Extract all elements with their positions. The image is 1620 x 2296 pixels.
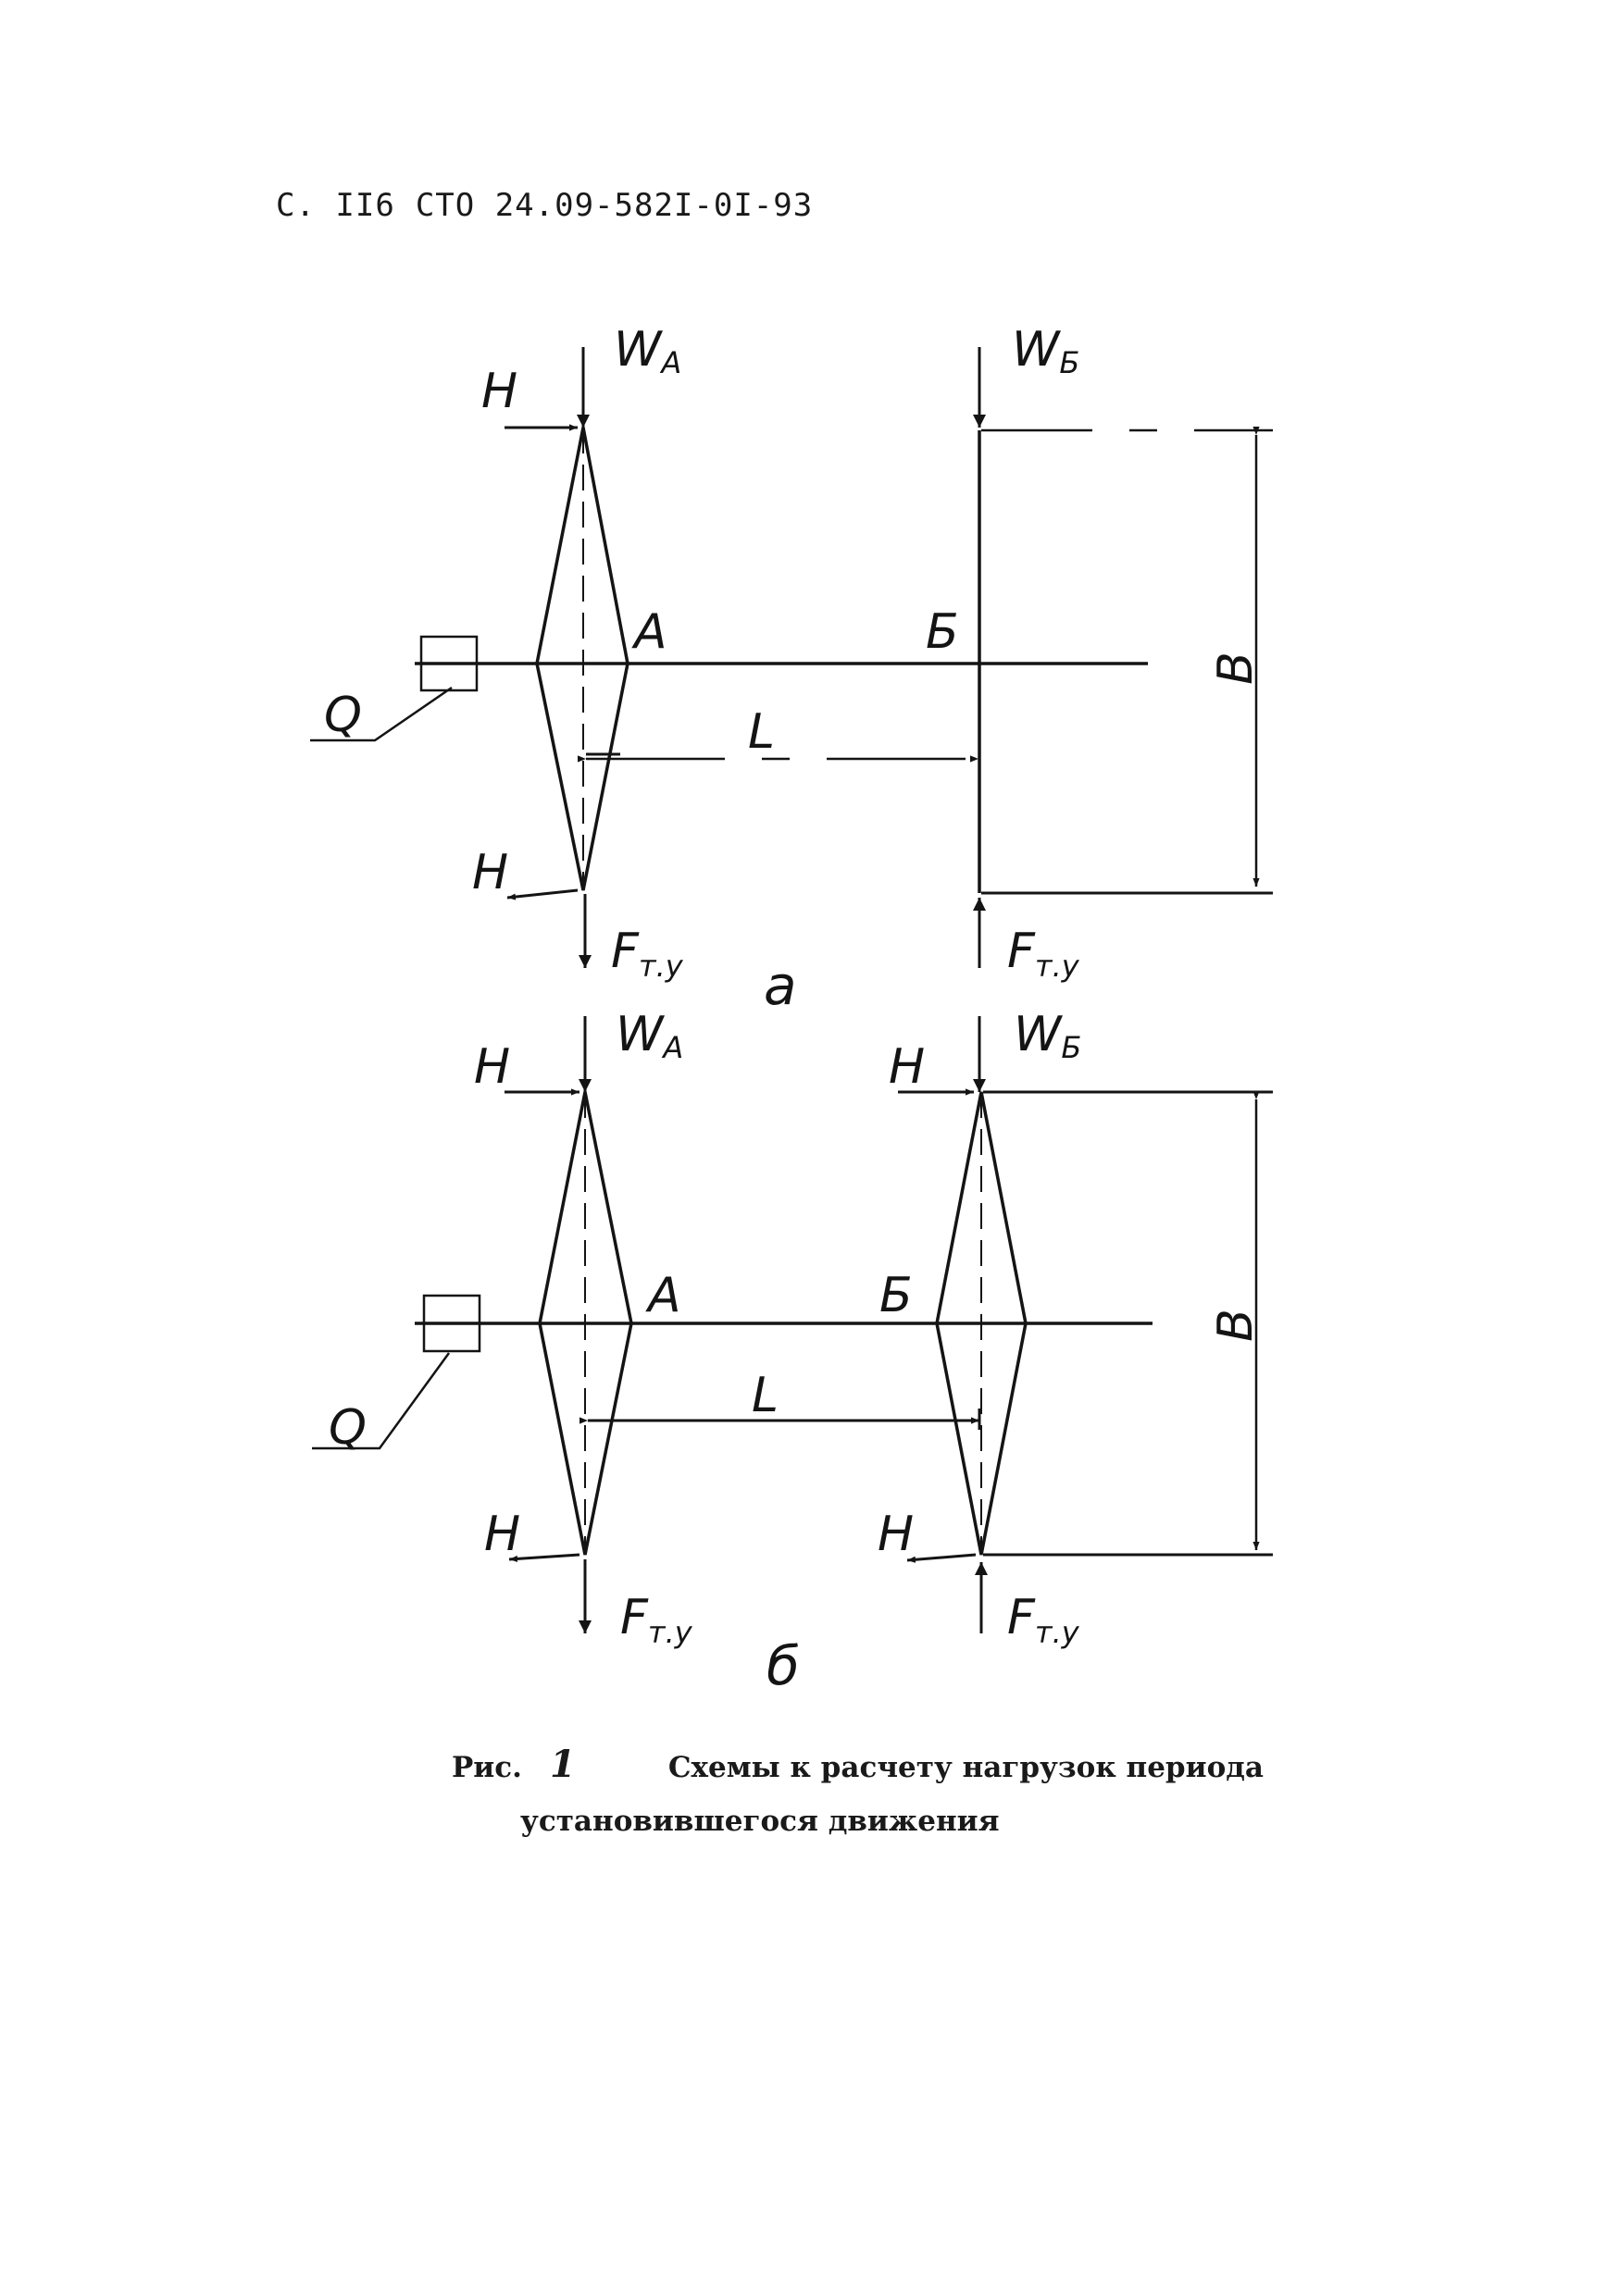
labels-scheme-a: WA H A Б L Q H WБ Fт.у Fт.у B а (324, 322, 1264, 1017)
label-f-a1: Fт.у (611, 924, 684, 984)
label-wa-a: WA (614, 322, 681, 380)
label-b-cyr-b: Б (879, 1268, 913, 1323)
scheme-b (312, 1016, 1273, 1633)
label-h-top-a: H (481, 364, 517, 419)
label-h-bottom-a: H (472, 845, 508, 900)
force-h-bottom-arrow-b2 (906, 1553, 977, 1563)
caption-line-1: Схемы к расчету нагрузок периода (667, 1751, 1265, 1784)
figure-caption: Рис. 1 Схемы к расчету нагрузок периода ус… (452, 1738, 1264, 1848)
label-a-a: A (631, 604, 667, 660)
label-b-cyr-a: Б (926, 604, 959, 660)
label-f-b1: Fт.у (620, 1590, 693, 1650)
page-header: С. II6 СТО 24.09-582I-0I-93 (276, 187, 833, 224)
label-q-b: Q (329, 1400, 367, 1456)
force-h-bottom-arrow-b1 (508, 1553, 580, 1563)
label-h-bottom-b2: H (878, 1507, 914, 1562)
label-dim-b-a: B (1208, 652, 1264, 685)
label-wa-b: WA (616, 1007, 683, 1065)
label-f-a2: Fт.у (1007, 924, 1080, 984)
label-dim-b-b: B (1208, 1309, 1264, 1342)
load-q-leader-a (310, 686, 453, 742)
caption-prefix: Рис. (452, 1751, 522, 1784)
caption-line-2: установившегося движения (520, 1805, 1000, 1838)
panel-label-b: б (766, 1634, 800, 1697)
label-l-a: L (748, 704, 775, 760)
page-number: С. II6 (276, 187, 395, 224)
label-a-b: A (645, 1268, 681, 1323)
scheme-a (310, 347, 1273, 968)
label-f-b2: Fт.у (1007, 1590, 1080, 1650)
load-q-box-b (422, 1294, 481, 1353)
panel-label-a: а (764, 954, 797, 1017)
label-l-b: L (752, 1368, 779, 1423)
label-h-top-b2: H (889, 1039, 925, 1095)
label-h-top-b: H (474, 1039, 510, 1095)
load-q-leader-b (312, 1352, 451, 1450)
figure-number: 1 (549, 1743, 576, 1786)
document-code: СТО 24.09-582I-0I-93 (415, 187, 814, 224)
force-h-bottom-arrow-a (506, 888, 579, 900)
label-q-a: Q (324, 688, 362, 743)
label-wb-b: WБ (1014, 1007, 1081, 1065)
labels-scheme-b: WA H A Б L Q H Fт.у WБ H H Fт.у B б (329, 1007, 1264, 1697)
label-h-bottom-b1: H (484, 1507, 520, 1562)
label-wb-a: WБ (1012, 322, 1079, 380)
